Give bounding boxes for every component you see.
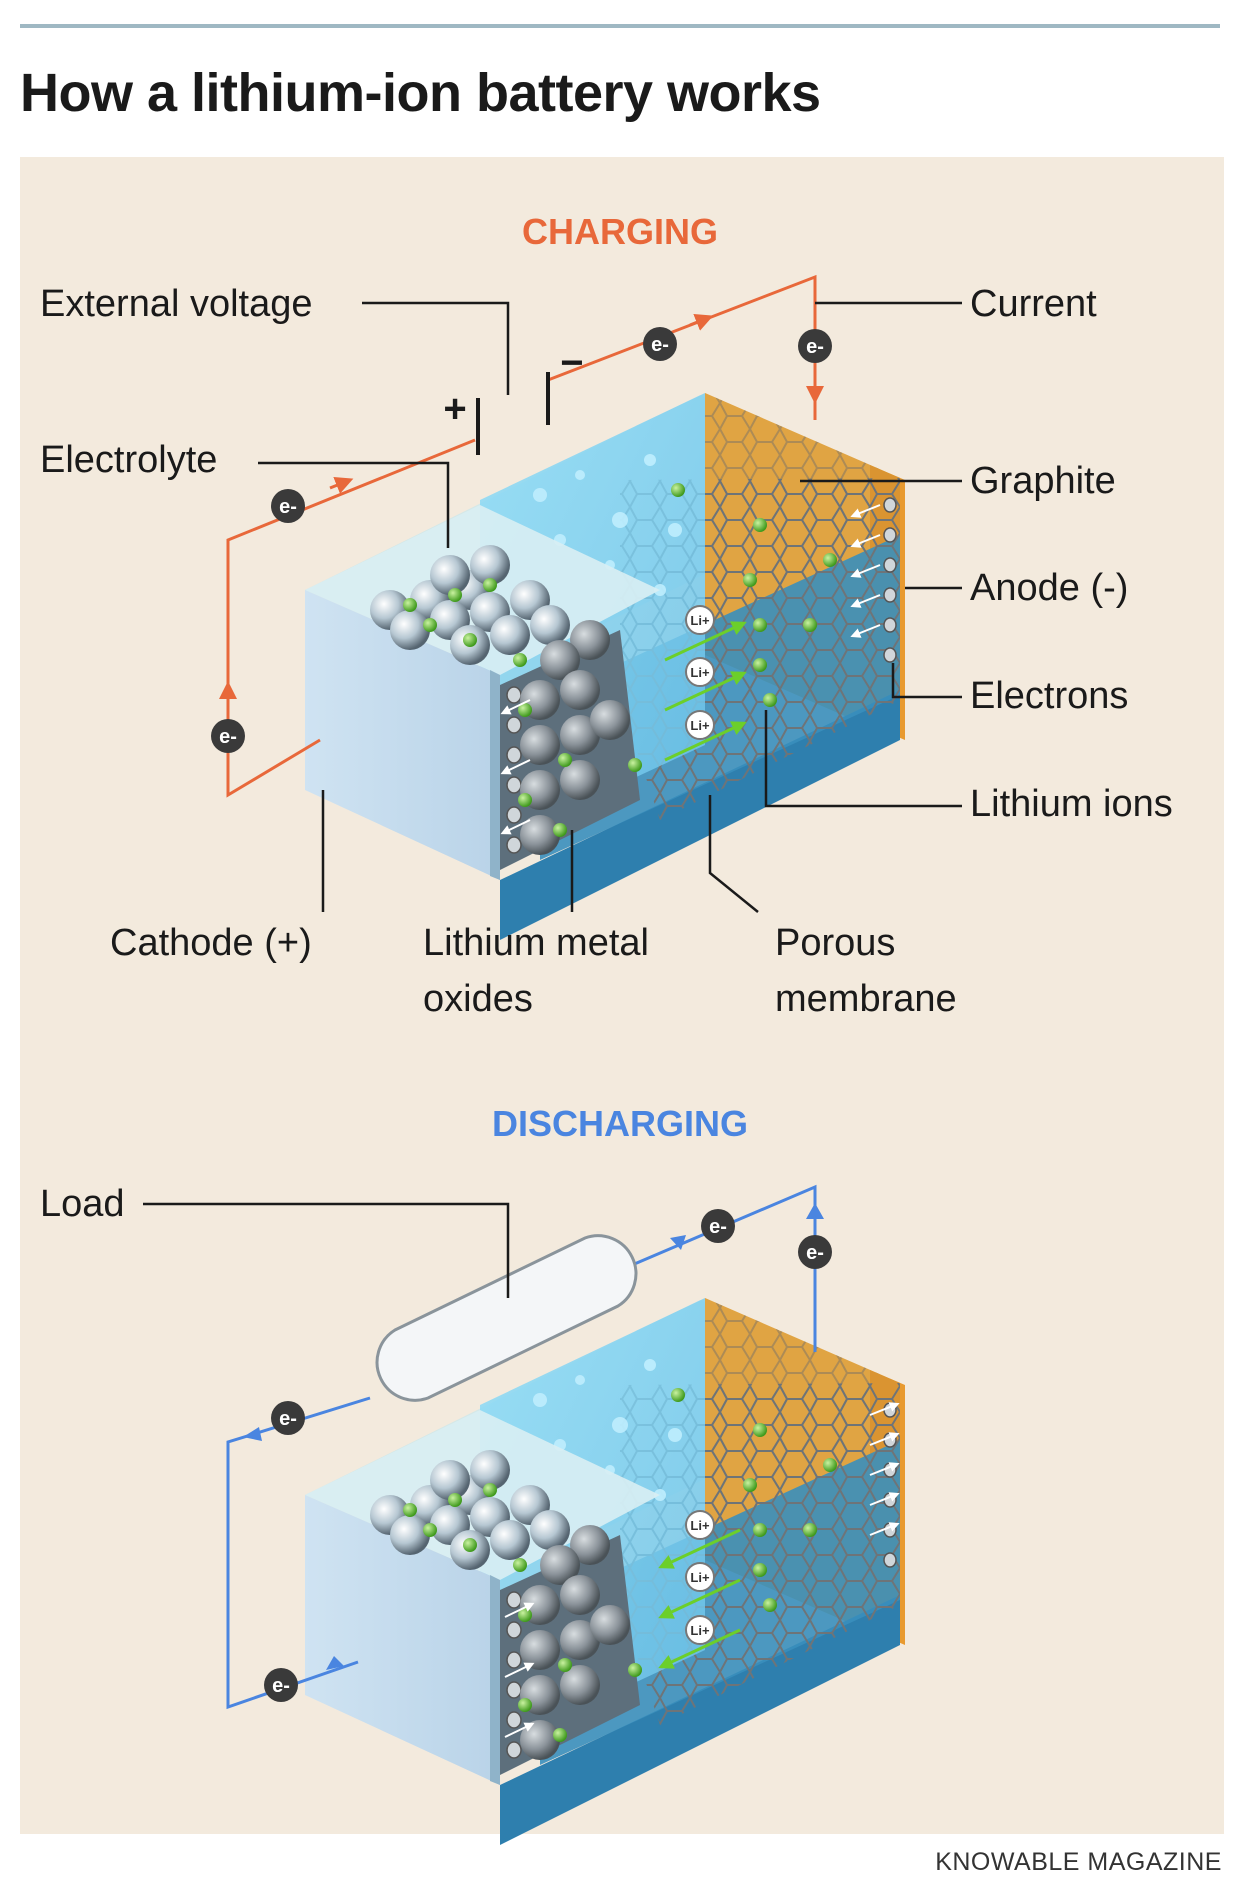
ion-label: Li+ <box>690 718 710 733</box>
electron-badge: e- <box>271 1401 305 1435</box>
electron-badge: e- <box>264 1668 298 1702</box>
electron-badge: e- <box>271 489 305 523</box>
label-anode: Anode (-) <box>970 567 1128 609</box>
leader-line-load <box>143 1202 510 1298</box>
leader-lines-charging <box>258 301 962 913</box>
ion-label: Li+ <box>690 1623 710 1638</box>
label-lithium-ions: Lithium ions <box>970 783 1173 825</box>
label-load: Load <box>40 1183 125 1225</box>
label-porous-membrane: membrane <box>775 978 957 1020</box>
electron-badge: e- <box>643 327 677 361</box>
discharging-arrows <box>243 1203 824 1670</box>
svg-text:e-: e- <box>806 1242 824 1264</box>
ion-label: Li+ <box>690 1570 710 1585</box>
label-lithium-metal-oxides: Lithium metal <box>423 922 649 964</box>
charging-battery: Li+ Li+ Li+ <box>304 392 906 941</box>
label-cathode: Cathode (+) <box>110 922 312 964</box>
charging-heading: CHARGING <box>522 211 718 252</box>
label-lithium-metal-oxides: oxides <box>423 978 533 1020</box>
page-title: How a lithium-ion battery works <box>20 63 821 123</box>
svg-text:e-: e- <box>651 334 669 356</box>
load-resistor <box>375 1234 638 1402</box>
plus-sign: + <box>443 387 466 431</box>
minus-sign: − <box>560 341 583 385</box>
ion-label: Li+ <box>690 665 710 680</box>
label-current: Current <box>970 283 1097 325</box>
electron-badge: e- <box>701 1209 735 1243</box>
discharging-battery: Li+ Li+ Li+ <box>304 1297 906 1846</box>
label-electrolyte: Electrolyte <box>40 439 217 481</box>
ion-label: Li+ <box>690 613 710 628</box>
top-rule <box>20 24 1220 28</box>
label-external-voltage: External voltage <box>40 283 313 325</box>
label-porous-membrane: Porous <box>775 922 895 964</box>
label-graphite: Graphite <box>970 460 1116 502</box>
svg-text:e-: e- <box>709 1216 727 1238</box>
svg-text:e-: e- <box>272 1675 290 1697</box>
svg-text:e-: e- <box>279 1408 297 1430</box>
discharging-heading: DISCHARGING <box>492 1103 748 1144</box>
svg-text:e-: e- <box>219 726 237 748</box>
ion-label: Li+ <box>690 1518 710 1533</box>
charging-circuit <box>219 274 824 798</box>
label-electrons: Electrons <box>970 675 1128 717</box>
svg-text:e-: e- <box>279 496 297 518</box>
electron-badge: e- <box>798 329 832 363</box>
credit: KNOWABLE MAGAZINE <box>935 1848 1222 1876</box>
svg-text:e-: e- <box>806 336 824 358</box>
electron-badge: e- <box>798 1235 832 1269</box>
electron-badge: e- <box>211 719 245 753</box>
